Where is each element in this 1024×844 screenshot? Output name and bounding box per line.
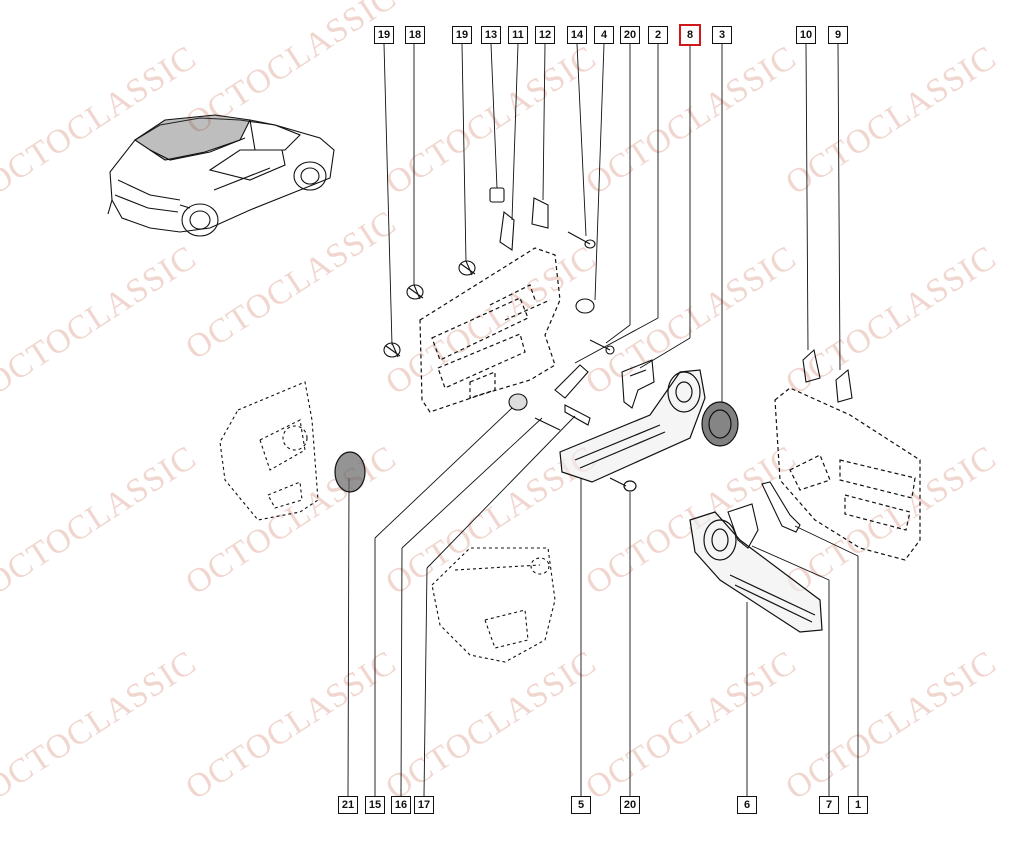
- callout-label: 20: [620, 796, 640, 814]
- callout-label: 19: [452, 26, 472, 44]
- callout-label: 10: [796, 26, 816, 44]
- callout-label: 17: [414, 796, 434, 814]
- callout-label: 9: [828, 26, 848, 44]
- armrest-right: [689, 511, 823, 633]
- callout-label: 21: [338, 796, 358, 814]
- callout-label: 16: [391, 796, 411, 814]
- callout-label: 11: [508, 26, 528, 44]
- callout-label: 19: [374, 26, 394, 44]
- callout-label: 18: [405, 26, 425, 44]
- clips-right: [802, 348, 853, 403]
- armrest-left: [559, 369, 706, 492]
- leader-lines: [347, 43, 859, 797]
- callout-label: 5: [571, 796, 591, 814]
- callout-label: 15: [365, 796, 385, 814]
- callout-label-highlighted: 8: [679, 24, 701, 46]
- callout-label: 3: [712, 26, 732, 44]
- callout-label: 12: [535, 26, 555, 44]
- speaker-grille-left: [334, 451, 366, 493]
- callout-label: 7: [819, 796, 839, 814]
- handle-parts: [727, 481, 801, 549]
- bracket-part: [621, 359, 655, 409]
- callout-label: 2: [648, 26, 668, 44]
- callout-label: 1: [848, 796, 868, 814]
- speaker-grille-right: [701, 401, 739, 447]
- callout-label: 4: [594, 26, 614, 44]
- lower-trim-panel: [431, 547, 556, 663]
- clips-left: [383, 187, 615, 431]
- car-illustration: [107, 114, 335, 237]
- door-panel-right: [774, 387, 921, 561]
- callout-label: 13: [481, 26, 501, 44]
- callout-label: 6: [737, 796, 757, 814]
- callout-label: 20: [620, 26, 640, 44]
- rear-trim-panel-left: [219, 381, 319, 521]
- door-panel-left: [419, 247, 561, 413]
- callout-label: 14: [567, 26, 587, 44]
